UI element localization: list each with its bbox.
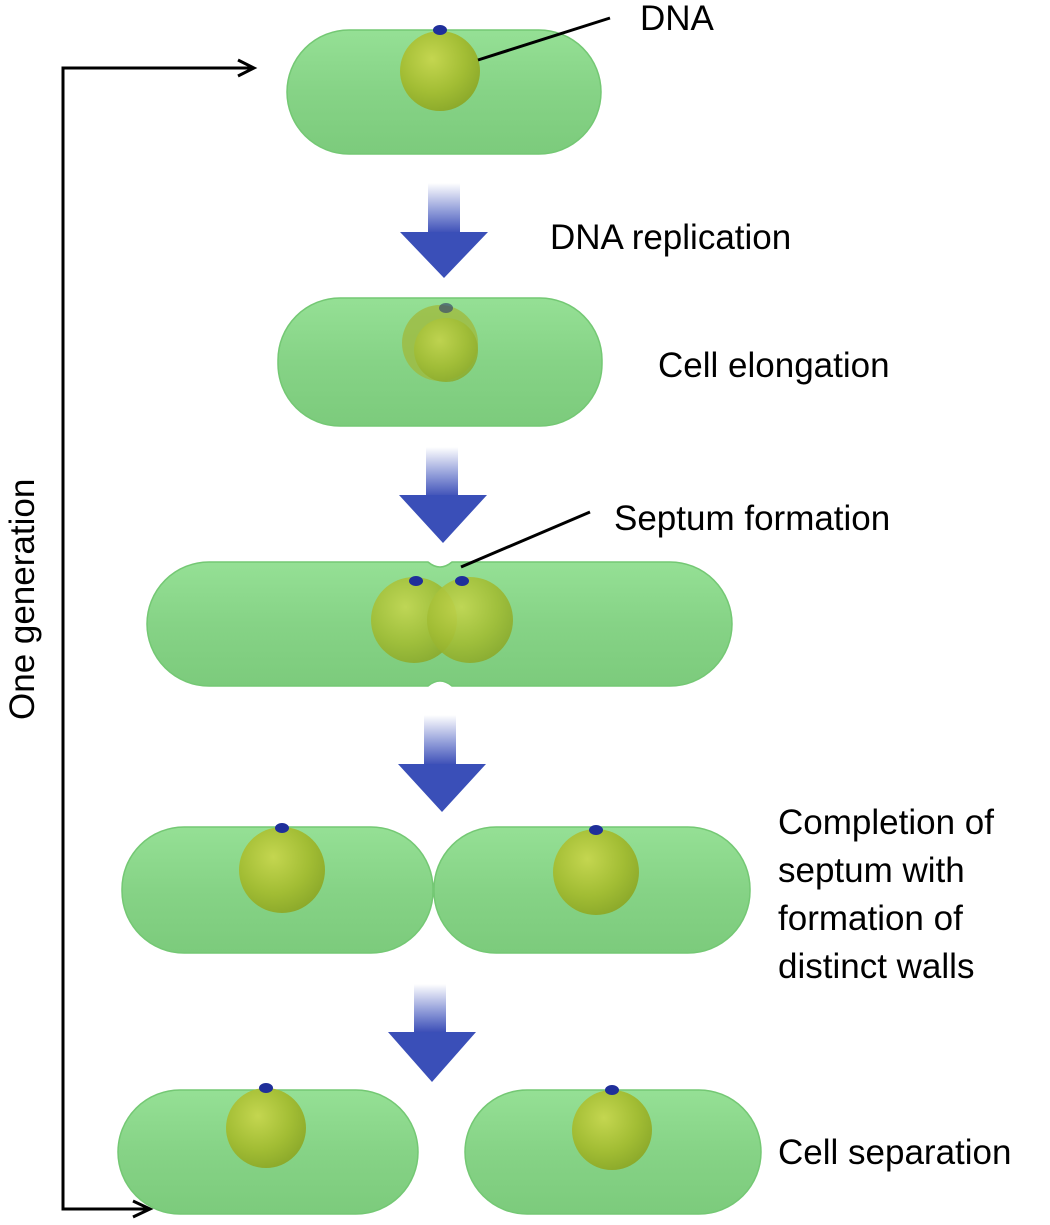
cell-stage-4 — [121, 823, 751, 954]
arrowhead-top — [237, 58, 258, 78]
label-completion-line-1: Completion of — [778, 803, 994, 842]
cell-stage-5 — [117, 1083, 762, 1215]
label-dna: DNA — [640, 0, 715, 38]
nucleoid — [572, 1090, 652, 1170]
nucleoid — [400, 31, 480, 111]
dna-dot — [605, 1085, 619, 1095]
label-dna-replication: DNA replication — [550, 218, 791, 257]
cell-stage-2 — [277, 297, 603, 427]
dna-dot — [409, 576, 423, 586]
nucleoid — [226, 1088, 306, 1168]
dna-dot — [259, 1083, 273, 1093]
step-arrow-2 — [399, 447, 487, 543]
nucleoid — [239, 827, 325, 913]
nucleoid — [553, 829, 639, 915]
step-arrow-3 — [398, 715, 486, 812]
dna-dot — [275, 823, 289, 833]
label-completion-line-4: distinct walls — [778, 947, 974, 986]
septum-leader-line — [460, 510, 591, 569]
dna-dot — [439, 303, 453, 313]
label-cell-separation: Cell separation — [778, 1133, 1011, 1172]
cell-stage-3 — [146, 561, 733, 687]
nucleoid — [414, 318, 478, 382]
dna-leader-line — [477, 16, 611, 62]
label-completion-line-3: formation of — [778, 899, 963, 938]
dna-dot — [455, 576, 469, 586]
nucleoid — [427, 577, 513, 663]
arrowhead-bottom — [132, 1199, 154, 1219]
step-arrow-4 — [388, 984, 476, 1082]
step-arrow-1 — [400, 183, 488, 278]
dna-dot — [589, 825, 603, 835]
dna-dot — [433, 25, 447, 35]
generation-bracket — [61, 58, 258, 1219]
label-septum-formation: Septum formation — [614, 499, 890, 538]
label-completion-line-2: septum with — [778, 851, 965, 890]
cell-stage-1 — [286, 25, 602, 155]
label-cell-elongation: Cell elongation — [658, 346, 890, 385]
label-one-generation: One generation — [3, 479, 42, 720]
